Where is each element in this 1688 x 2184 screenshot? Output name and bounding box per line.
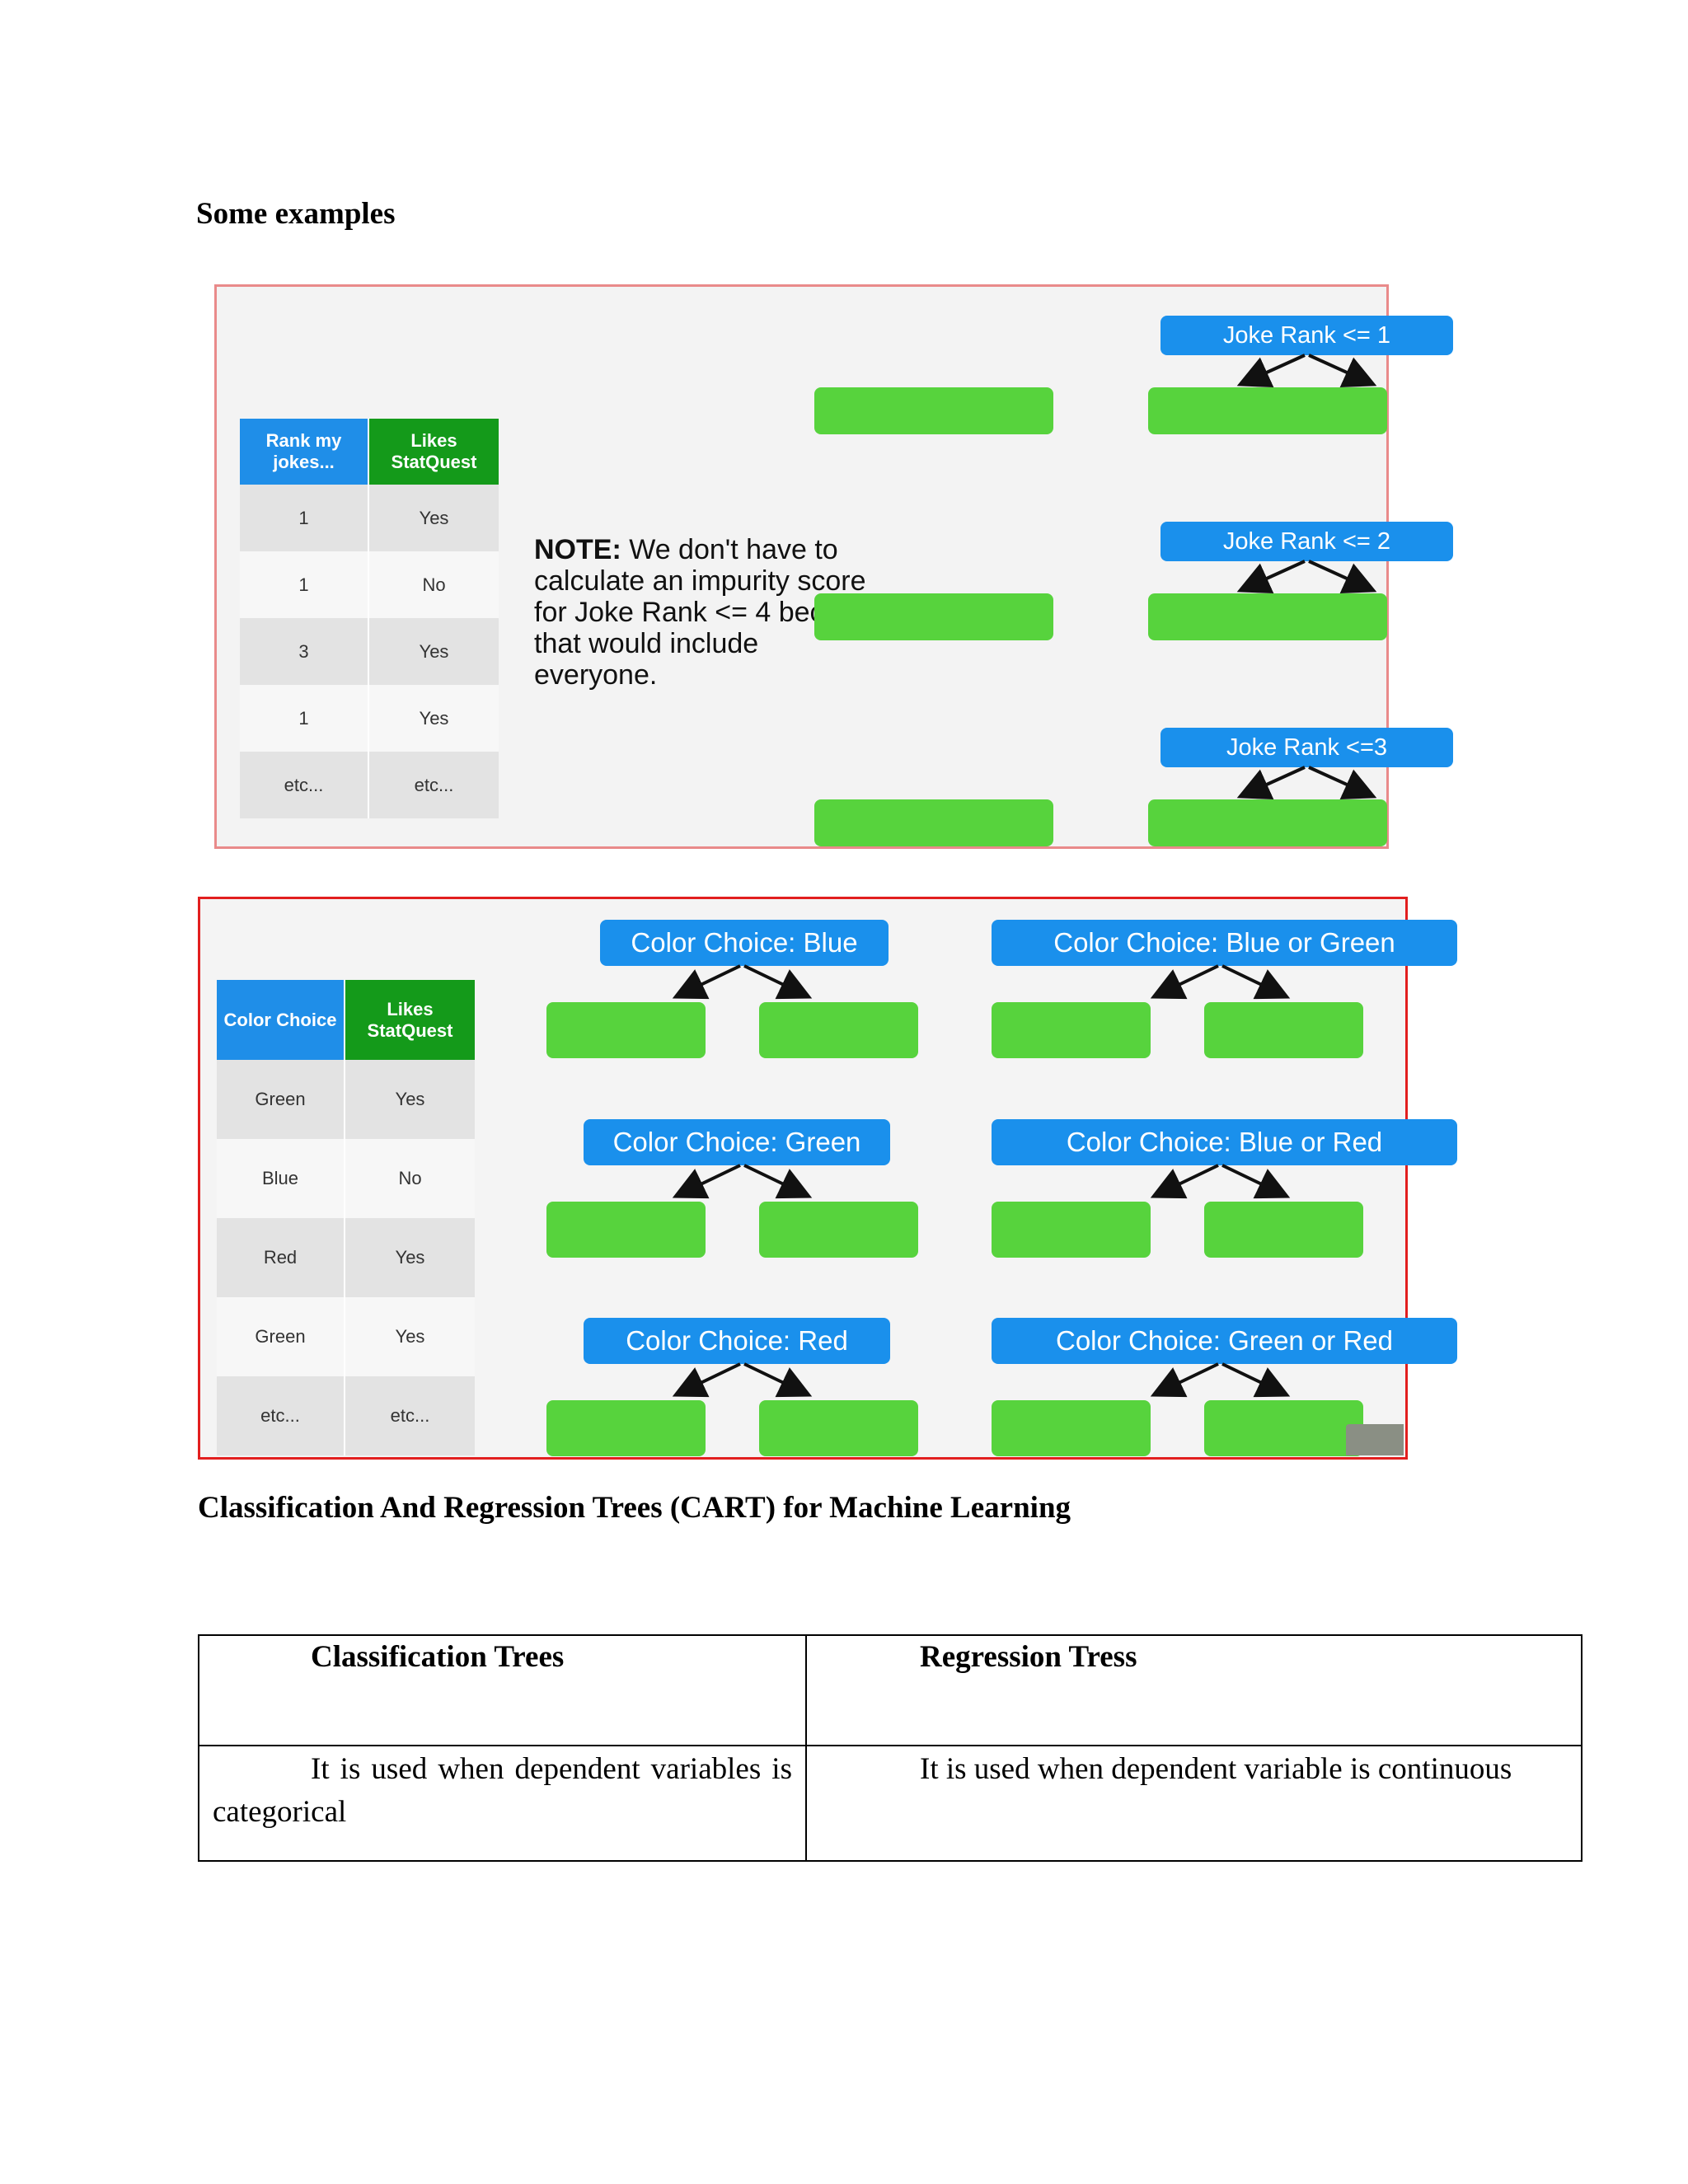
leaf-box xyxy=(992,1400,1151,1456)
table-cell: Red xyxy=(217,1218,345,1297)
table-cell: etc... xyxy=(368,752,499,818)
table-cell: No xyxy=(345,1139,475,1218)
table-cell: Yes xyxy=(368,485,499,551)
header-classification: Classification Trees xyxy=(199,1636,805,1675)
classification-description: It is used when dependent variables is c… xyxy=(199,1746,805,1834)
leaf-box xyxy=(992,1202,1151,1258)
table-cell: Green xyxy=(217,1297,345,1376)
table-header-likes: Likes StatQuest xyxy=(368,419,499,485)
table-cell: etc... xyxy=(240,752,368,818)
table-cell: Yes xyxy=(345,1218,475,1297)
table-header-cell: Classification Trees xyxy=(199,1635,806,1746)
leaf-box xyxy=(546,1202,706,1258)
header-regression: Regression Tress xyxy=(807,1636,1581,1675)
leaf-box xyxy=(1204,1002,1363,1058)
note-label: NOTE: xyxy=(534,534,621,565)
section-heading-cart: Classification And Regression Trees (CAR… xyxy=(198,1490,1071,1526)
table-cell: Yes xyxy=(345,1297,475,1376)
leaf-box xyxy=(1148,593,1387,640)
leaf-box xyxy=(814,799,1053,846)
table-cell: etc... xyxy=(345,1376,475,1455)
leaf-box xyxy=(814,593,1053,640)
leaf-box xyxy=(1204,1400,1363,1456)
leaf-box xyxy=(759,1002,918,1058)
leaf-box xyxy=(1148,799,1387,846)
leaf-box xyxy=(546,1400,706,1456)
table-cell: 1 xyxy=(240,551,368,618)
leaf-box xyxy=(1204,1202,1363,1258)
table-header-color: Color Choice xyxy=(217,980,345,1060)
leaf-box xyxy=(759,1202,918,1258)
regression-description: It is used when dependent variable is co… xyxy=(807,1746,1581,1791)
leaf-box xyxy=(814,387,1053,434)
table-header-cell: Regression Tress xyxy=(806,1635,1582,1746)
table-cell: 3 xyxy=(240,618,368,685)
table-cell: It is used when dependent variables is c… xyxy=(199,1746,806,1861)
leaf-box xyxy=(992,1002,1151,1058)
table-cell: Yes xyxy=(368,618,499,685)
video-thumbnail-icon xyxy=(1346,1424,1404,1455)
table-cell: Yes xyxy=(345,1060,475,1139)
comparison-table: Classification Trees Regression Tress It… xyxy=(198,1634,1582,1862)
table-header-rank: Rank my jokes... xyxy=(240,419,368,485)
leaf-box xyxy=(1148,387,1387,434)
section-heading-examples: Some examples xyxy=(196,196,396,232)
leaf-box xyxy=(546,1002,706,1058)
leaf-box xyxy=(759,1400,918,1456)
table-cell: No xyxy=(368,551,499,618)
table-cell: 1 xyxy=(240,685,368,752)
table-cell: Yes xyxy=(368,685,499,752)
table-cell: It is used when dependent variable is co… xyxy=(806,1746,1582,1861)
table-header-likes: Likes StatQuest xyxy=(345,980,475,1060)
table-cell: Blue xyxy=(217,1139,345,1218)
table-cell: 1 xyxy=(240,485,368,551)
table-cell: Green xyxy=(217,1060,345,1139)
table-cell: etc... xyxy=(217,1376,345,1455)
